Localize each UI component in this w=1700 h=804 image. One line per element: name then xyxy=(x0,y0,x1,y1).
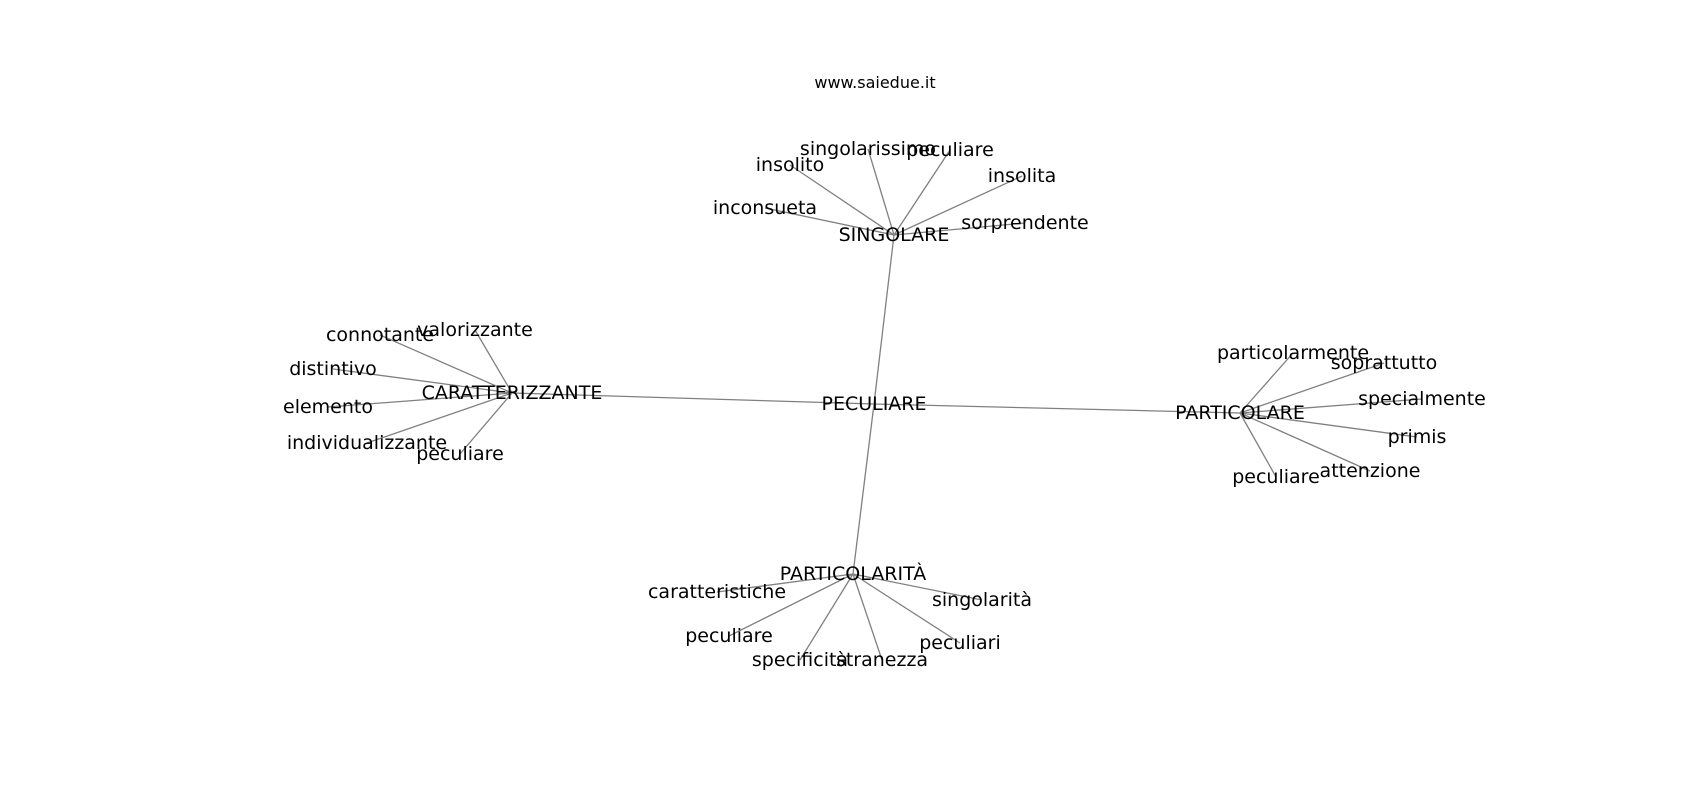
edge-particolare-1 xyxy=(1239,362,1385,414)
edge-center-singolare xyxy=(873,234,895,405)
leaf-node-particolarita-5: stranezza xyxy=(836,649,928,671)
leaf-node-singolare-3: insolita xyxy=(988,165,1057,187)
edge-particolarita-3 xyxy=(852,573,961,644)
leaf-node-particolarita-3: peculiari xyxy=(919,632,1001,654)
leaf-node-particolarita-0: caratteristiche xyxy=(648,581,786,603)
edge-particolarita-5 xyxy=(852,573,883,661)
leaf-node-caratterizzante-3: elemento xyxy=(283,396,373,418)
edge-center-particolarita xyxy=(852,403,875,575)
edge-caratterizzante-0 xyxy=(379,334,513,394)
edge-caratterizzante-4 xyxy=(366,392,513,444)
edge-caratterizzante-3 xyxy=(327,392,513,408)
leaf-node-particolare-1: soprattutto xyxy=(1331,352,1438,374)
edge-caratterizzante-1 xyxy=(474,329,513,394)
edge-singolare-3 xyxy=(893,175,1023,236)
center-node-label: PECULIARE xyxy=(821,393,926,415)
leaf-node-particolare-4: attenzione xyxy=(1320,460,1421,482)
leaf-node-caratterizzante-5: peculiare xyxy=(416,443,504,465)
edge-caratterizzante-5 xyxy=(459,392,513,455)
edge-center-caratterizzante xyxy=(511,392,875,405)
edge-caratterizzante-2 xyxy=(332,368,513,394)
edge-singolare-2 xyxy=(789,164,895,236)
leaf-node-singolare-0: singolarissimo xyxy=(800,138,936,160)
leaf-node-singolare-5: sorprendente xyxy=(961,212,1088,234)
leaf-node-particolare-0: particolarmente xyxy=(1217,342,1369,364)
hub-node-particolare: PARTICOLARE xyxy=(1175,402,1305,424)
edge-singolare-1 xyxy=(893,149,951,236)
leaf-node-particolarita-2: peculiare xyxy=(685,625,773,647)
leaf-node-singolare-2: insolito xyxy=(756,154,824,176)
leaf-node-caratterizzante-4: individualizzante xyxy=(287,432,447,454)
hub-node-caratterizzante: CARATTERIZZANTE xyxy=(422,382,603,404)
leaf-node-caratterizzante-2: distintivo xyxy=(289,358,377,380)
edge-particolare-4 xyxy=(1239,412,1371,472)
hub-node-particolarita: PARTICOLARITÀ xyxy=(780,562,926,585)
edge-center-particolare xyxy=(873,403,1241,414)
edge-singolare-4 xyxy=(764,207,895,236)
edge-singolare-0 xyxy=(867,148,895,236)
leaf-node-singolare-1: peculiare xyxy=(906,139,994,161)
leaf-node-particolare-2: specialmente xyxy=(1358,388,1486,410)
leaf-node-particolarita-4: specificità xyxy=(752,649,848,671)
leaf-node-caratterizzante-1: valorizzante xyxy=(417,319,533,341)
edge-particolare-2 xyxy=(1239,398,1423,414)
edge-particolare-5 xyxy=(1239,412,1277,478)
edge-particolarita-2 xyxy=(728,573,854,637)
leaf-node-singolare-4: inconsueta xyxy=(713,197,817,219)
edge-particolare-0 xyxy=(1239,352,1294,414)
leaf-node-particolare-5: peculiare xyxy=(1232,466,1320,488)
edge-particolarita-0 xyxy=(716,573,854,593)
leaf-node-caratterizzante-0: connotante xyxy=(326,324,434,346)
edge-singolare-5 xyxy=(893,222,1026,236)
hub-node-singolare: SINGOLARE xyxy=(839,224,950,246)
leaf-node-particolare-3: primis xyxy=(1388,426,1447,448)
edge-particolare-3 xyxy=(1239,412,1418,438)
edge-particolarita-1 xyxy=(852,573,983,601)
site-label: www.saiedue.it xyxy=(814,73,936,92)
leaf-node-particolarita-1: singolarità xyxy=(932,589,1032,611)
edge-particolarita-4 xyxy=(799,573,854,661)
